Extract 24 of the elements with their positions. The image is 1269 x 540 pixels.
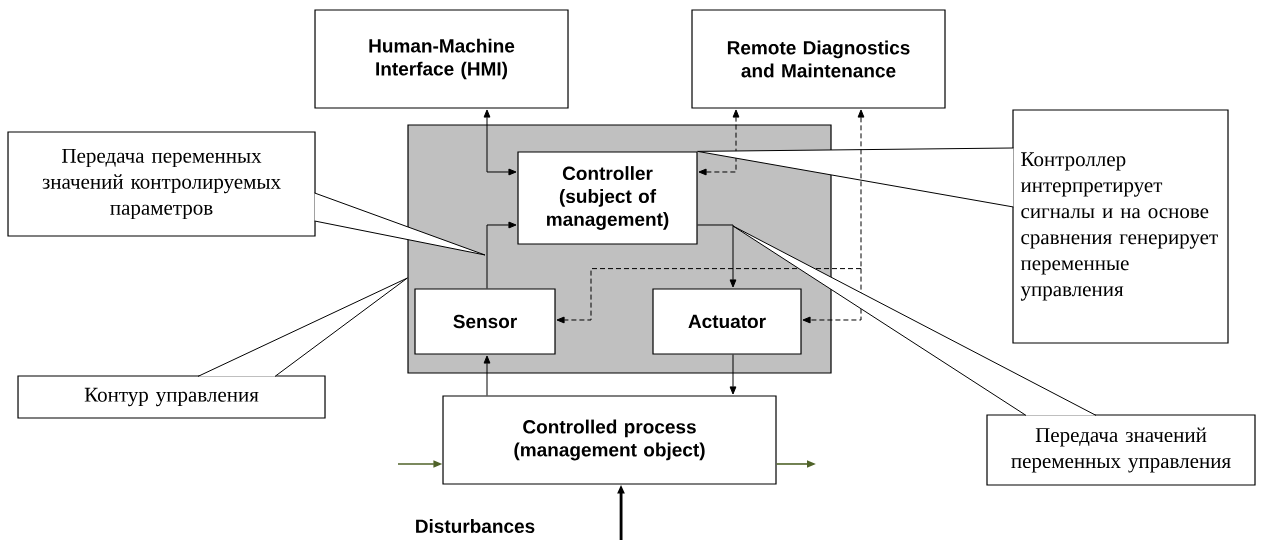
arrow <box>697 224 737 288</box>
arrow <box>483 355 491 396</box>
dashed-arrow <box>698 109 740 176</box>
block-box: Actuator <box>652 288 802 355</box>
block-box: Remote Diagnostics and Maintenance <box>691 9 946 109</box>
callout-pointer <box>697 147 1014 208</box>
callout-box: Контур управления <box>17 375 326 419</box>
callout-pointer <box>732 225 1097 416</box>
input-label: Disturbances <box>416 519 535 533</box>
callout-pointer <box>314 192 486 256</box>
callout-box: Контроллер интерпретирует сигналы и на основе сравнения генерирует переменные управления <box>1012 109 1229 344</box>
block-box: Controller (subject of management) <box>517 151 698 245</box>
callout-pointer <box>197 277 408 377</box>
callout-box: Передача переменных значений контролируемых параметров <box>7 131 316 237</box>
arrow <box>729 354 737 395</box>
block-box: Sensor <box>414 288 556 355</box>
block-box: Human-Machine Interface (HMI) <box>314 9 569 109</box>
dashed-arrow <box>802 268 862 324</box>
arrow <box>486 221 517 289</box>
dashed-arrow <box>857 109 865 269</box>
block-box: Controlled process (management object) <box>442 395 777 485</box>
callout-box: Передача значений переменных управления <box>986 414 1256 486</box>
dashed-arrow <box>556 268 862 324</box>
arrow <box>483 109 517 176</box>
